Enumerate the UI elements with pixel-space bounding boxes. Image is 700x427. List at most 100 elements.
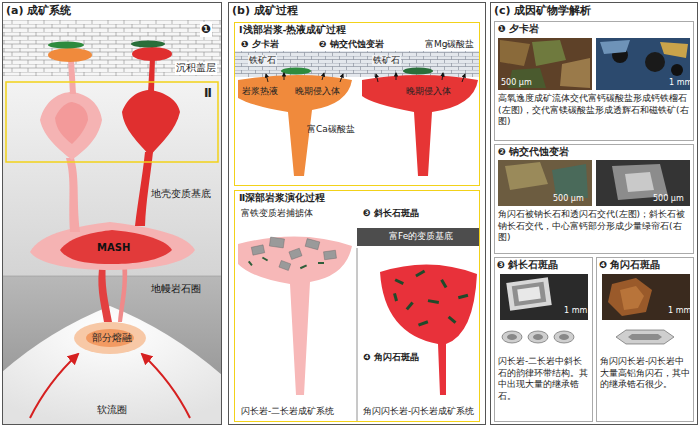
art-shape xyxy=(357,248,358,421)
art-shape xyxy=(86,329,134,347)
art-shape xyxy=(142,354,190,418)
art-shape xyxy=(284,73,285,80)
art-shape xyxy=(533,334,543,340)
callout-label: 地幔岩石圈 xyxy=(150,283,202,296)
art-shape xyxy=(300,264,307,269)
callout-label: 岩浆热液 xyxy=(241,86,279,97)
mineral-box: ❸ 斜长石斑晶闪长岩-二长岩中斜长石的韵律环带结构。其中出现大量的继承锆石。 xyxy=(494,257,593,422)
box-caption: 角闪闪长岩-闪长岩中大量高铝角闪石，其中的继承锆石很少。 xyxy=(600,356,690,391)
art-shape xyxy=(498,160,592,206)
art-shape xyxy=(498,38,592,90)
art-shape xyxy=(340,74,343,82)
callout-label: 富铁变质岩捕掳体 xyxy=(240,208,314,219)
art-shape xyxy=(380,264,477,395)
art-shape xyxy=(507,334,517,340)
art-shape xyxy=(2,276,222,425)
box-heading: (c) 成因矿物学解析 xyxy=(494,4,591,18)
callout-label: 铁矿石 xyxy=(372,55,401,66)
callout-label: 地壳变质基底 xyxy=(150,188,212,201)
box-caption: 角闪石被钠长石和透闪石交代(左图)；斜长石被钠长石交代，中心富钙部分形成少量绿帘… xyxy=(498,209,690,244)
art-shape xyxy=(395,278,404,285)
callout-label: 软流圈 xyxy=(96,404,128,417)
art-shape xyxy=(554,331,574,343)
box-heading: ❹ 角闪石斑晶 xyxy=(599,259,660,271)
art-shape xyxy=(60,230,172,264)
art-shape xyxy=(559,334,569,340)
art-shape xyxy=(625,172,654,192)
art-shape xyxy=(279,260,291,270)
panel: (c) 成因矿物学解析 ❶ 夕卡岩高氧逸度成矿流体交代富钙碳酸盐形成钙铁榴石(左图… xyxy=(490,2,698,425)
art-shape xyxy=(442,73,443,80)
scale-label: 1 mm xyxy=(563,306,588,316)
art-shape xyxy=(418,320,428,326)
art-shape xyxy=(645,52,665,72)
art-shape xyxy=(415,270,425,278)
box-heading: ❷ 钠交代蚀变岩 xyxy=(498,146,569,158)
art-shape xyxy=(560,58,590,88)
callout-label: 富Ca碳酸盐 xyxy=(306,124,356,135)
callout-label: ❷ 钠交代蚀变岩 xyxy=(318,39,385,50)
callout-label: 富Mg碳酸盐 xyxy=(424,39,475,50)
art-shape xyxy=(135,152,153,226)
art-shape xyxy=(2,20,222,76)
box-caption: 高氧逸度成矿流体交代富钙碳酸盐形成钙铁榴石(左图)，交代富镁碳酸盐形成透辉石和磁… xyxy=(498,93,690,128)
art-shape xyxy=(132,47,172,61)
art-shape xyxy=(6,82,218,162)
art-shape xyxy=(2,276,222,277)
callout-label: 铁矿石 xyxy=(248,55,277,66)
art-shape xyxy=(122,90,180,156)
art-shape xyxy=(448,316,457,324)
art-shape xyxy=(505,162,548,190)
callout-label: MASH xyxy=(96,242,131,255)
art-shape xyxy=(248,261,253,266)
art-shape xyxy=(393,293,398,302)
art-shape xyxy=(305,239,320,250)
art-shape xyxy=(262,257,268,262)
art-shape xyxy=(235,51,479,77)
art-shape xyxy=(118,264,127,322)
box-heading: Ⅰ浅部岩浆-热液成矿过程 xyxy=(237,24,348,36)
art-shape xyxy=(318,262,324,264)
art-shape xyxy=(40,92,102,160)
box-heading: (a) 成矿系统 xyxy=(6,4,71,18)
callout-label: 晚期侵入体 xyxy=(405,86,452,97)
box-heading: ❶ 夕卡岩 xyxy=(498,23,539,35)
art-shape xyxy=(500,40,530,66)
art-shape xyxy=(324,250,337,260)
art-shape xyxy=(506,277,551,311)
art-shape xyxy=(502,331,574,343)
art-shape xyxy=(131,41,165,48)
art-shape xyxy=(2,76,222,276)
art-shape xyxy=(251,245,264,255)
scale-label: 500 µm xyxy=(552,194,585,204)
art-shape xyxy=(507,334,569,340)
scale-label: 500 µm xyxy=(652,194,685,204)
art-shape xyxy=(66,158,80,232)
art-shape xyxy=(512,282,546,306)
art-shape xyxy=(532,40,566,66)
art-shape xyxy=(55,102,88,144)
art-shape xyxy=(502,331,522,343)
callout-label: Ⅱ xyxy=(203,86,213,101)
art-shape xyxy=(600,40,630,54)
art-shape xyxy=(74,322,146,354)
art-shape xyxy=(500,274,588,320)
art-shape xyxy=(68,60,76,94)
art-shape xyxy=(30,222,195,270)
art-shape xyxy=(376,74,378,82)
art-shape xyxy=(98,262,112,322)
art-shape xyxy=(251,237,336,270)
art-shape xyxy=(269,237,284,248)
scale-label: 1 mm xyxy=(668,78,693,88)
art-shape xyxy=(406,302,414,311)
mineral-box: ❹ 角闪石斑晶角闪闪长岩-闪长岩中大量高铝角闪石，其中的继承锆石很少。 xyxy=(596,257,694,422)
art-shape xyxy=(440,279,447,288)
art-shape xyxy=(266,73,465,82)
art-shape xyxy=(281,68,311,75)
box-heading: Ⅱ深部岩浆演化过程 xyxy=(237,192,327,204)
art-shape xyxy=(616,330,674,344)
callout-label: ❶ 夕卡岩 xyxy=(240,39,280,50)
art-shape xyxy=(458,294,468,299)
callout-label: 闪长岩-二长岩成矿系统 xyxy=(240,406,335,417)
art-shape xyxy=(266,74,268,82)
